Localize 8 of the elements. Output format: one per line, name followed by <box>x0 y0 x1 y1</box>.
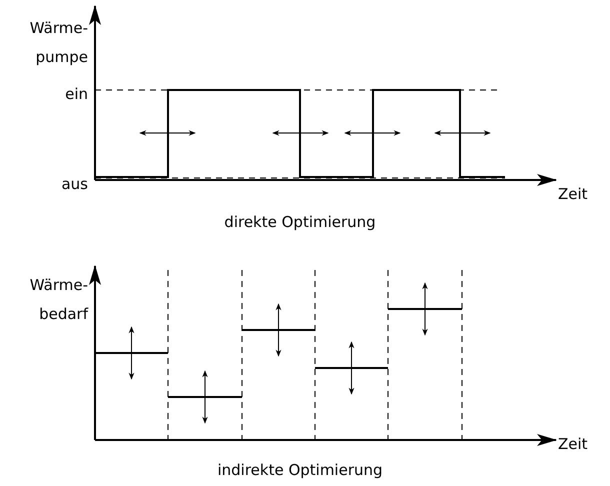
axis-label: Zeit <box>558 184 589 205</box>
level-label: ein <box>64 84 88 105</box>
axis-label: Wärme- pumpe <box>28 18 88 68</box>
chart-caption: indirekte Optimierung <box>216 460 384 481</box>
axis-label: Wärme- bedarf <box>28 275 88 325</box>
chart-caption: direkte Optimierung <box>223 212 377 233</box>
axis-label: Zeit <box>558 434 589 455</box>
level-label: aus <box>60 174 88 195</box>
